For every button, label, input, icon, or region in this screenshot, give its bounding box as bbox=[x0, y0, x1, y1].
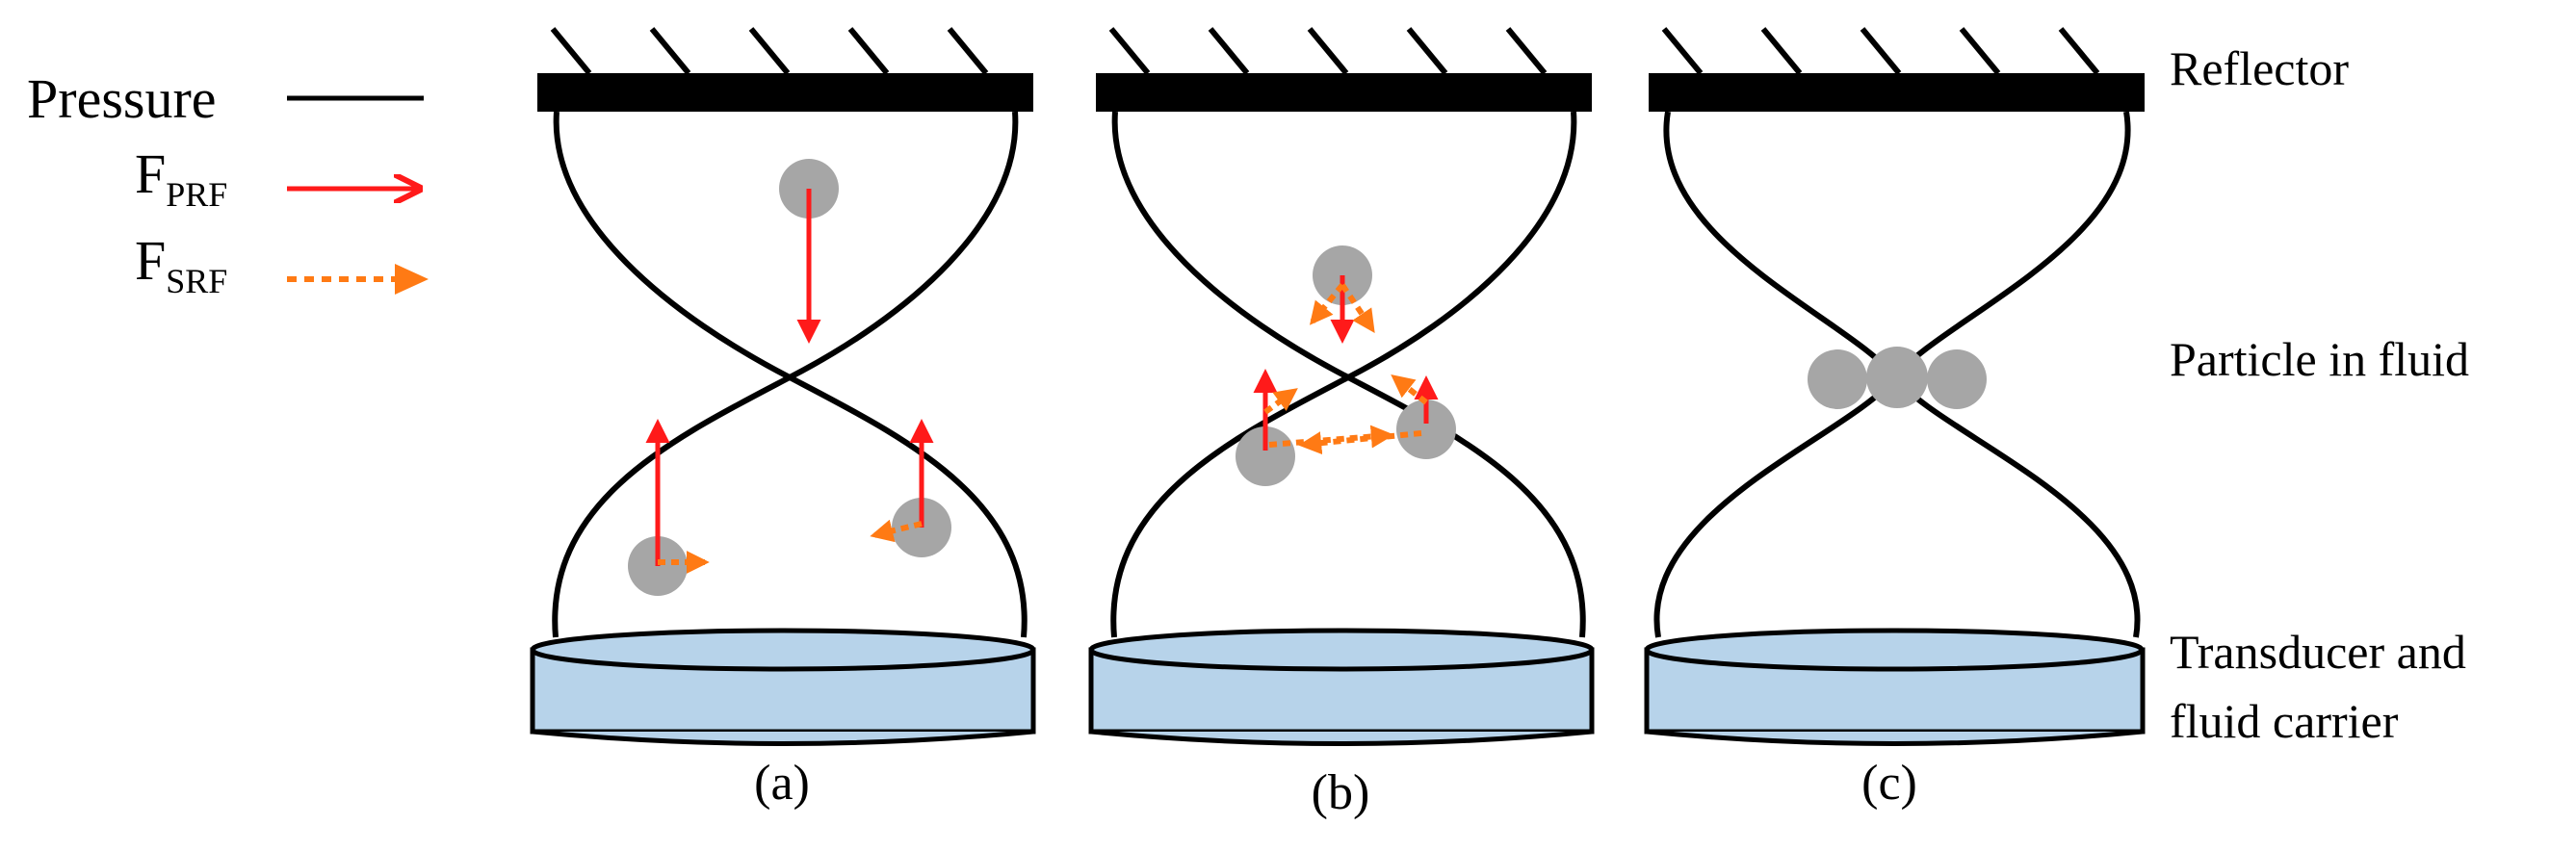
pressure-curves-b bbox=[1110, 111, 1586, 638]
forces-a bbox=[645, 189, 934, 574]
legend-fsrf-label: FSRF bbox=[135, 229, 227, 300]
secondary-force-arrow bbox=[870, 519, 923, 543]
transducer-label-line1: Transducer and bbox=[2170, 625, 2466, 679]
particle bbox=[1396, 400, 1456, 459]
transducer-c bbox=[1644, 628, 2146, 746]
panel-c: (c) bbox=[1644, 27, 2146, 811]
reflector-label: Reflector bbox=[2170, 41, 2349, 95]
reflector-b bbox=[1096, 27, 1592, 112]
panel-b: (b) bbox=[1088, 27, 1595, 820]
transducer-a bbox=[530, 628, 1036, 746]
reflector-a bbox=[537, 27, 1033, 112]
pressure-curves-a bbox=[552, 111, 1028, 638]
transducer-label-line2: fluid carrier bbox=[2170, 694, 2399, 748]
particles-b bbox=[1236, 245, 1456, 486]
particle-label: Particle in fluid bbox=[2170, 332, 2469, 386]
panel-label-a: (a) bbox=[754, 756, 810, 811]
reflector-c bbox=[1649, 27, 2145, 112]
legend-pressure-label: Pressure bbox=[27, 67, 217, 130]
side-labels: Reflector Particle in fluid Transducer a… bbox=[2170, 41, 2469, 748]
panel-label-b: (b) bbox=[1312, 765, 1370, 820]
secondary-force-arrow bbox=[1340, 283, 1375, 333]
legend-fsrf-arrowhead bbox=[395, 264, 429, 295]
transducer-b bbox=[1088, 628, 1595, 746]
secondary-force-arrow bbox=[1263, 388, 1298, 415]
secondary-force-arrow bbox=[1268, 425, 1394, 449]
particle bbox=[1236, 426, 1295, 486]
forces-b bbox=[1253, 275, 1439, 455]
particle bbox=[1927, 349, 1987, 409]
particle bbox=[1808, 349, 1867, 409]
panel-a: (a) bbox=[530, 27, 1036, 811]
legend: Pressure FPRF FSRF bbox=[27, 67, 429, 300]
particles-c bbox=[1808, 347, 1987, 409]
particle bbox=[1866, 347, 1928, 408]
legend-fprf-label: FPRF bbox=[135, 142, 227, 214]
secondary-force-arrow bbox=[1298, 430, 1422, 455]
panel-label-c: (c) bbox=[1861, 756, 1917, 811]
secondary-force-arrow bbox=[1391, 374, 1428, 405]
